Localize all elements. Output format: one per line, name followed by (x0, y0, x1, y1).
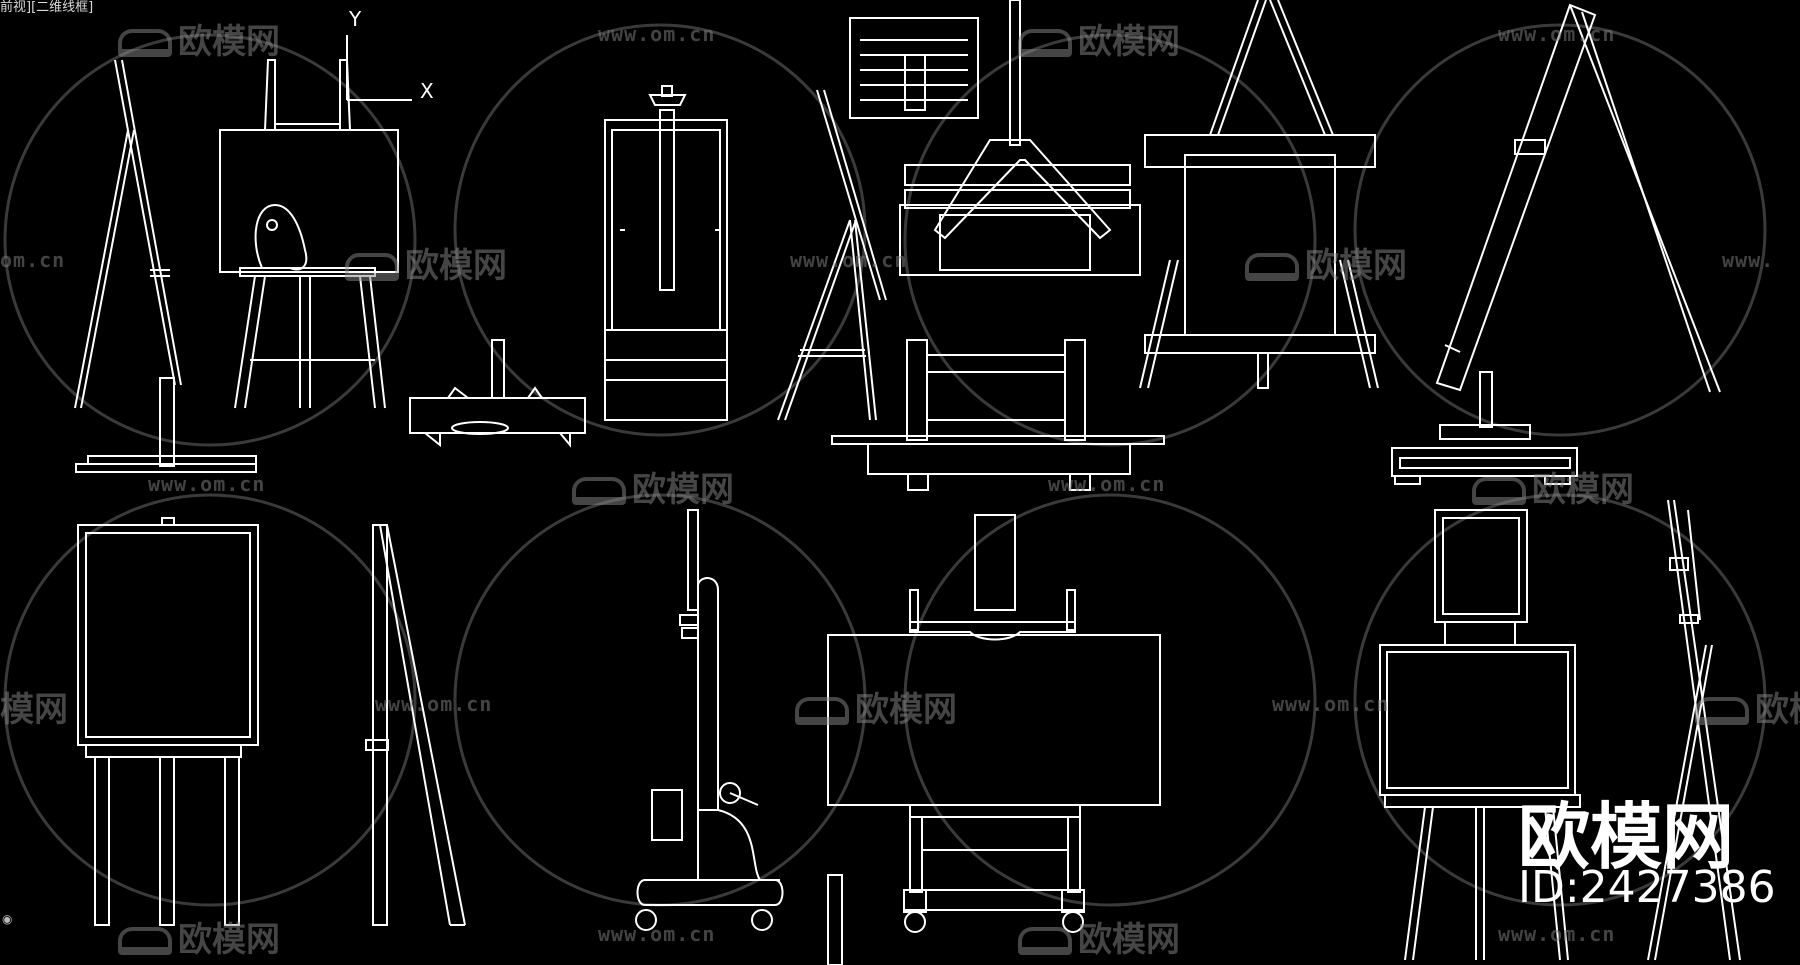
watermark-brand: 欧模网 (1018, 912, 1180, 961)
watermark-brand-text: 欧模网 (1755, 690, 1800, 730)
sofa-logo-icon (1018, 29, 1072, 57)
watermark-brand-text: 欧模网 (1078, 22, 1180, 62)
watermark-brand-text: 欧模网 (405, 246, 507, 286)
watermark-brand: 欧模网 (1018, 14, 1180, 63)
watermark-url: www.om.cn (790, 248, 908, 272)
easel-box-top-view[interactable] (849, 17, 979, 119)
watermark-brand: 欧模网 (118, 912, 280, 961)
sofa-logo-icon (1245, 253, 1299, 281)
watermark-url-fragment: om.cn (0, 248, 66, 272)
watermark-url: www.om.cn (1272, 692, 1390, 716)
ucs-y-label: Y (348, 7, 362, 31)
sofa-logo-icon (118, 927, 172, 955)
easel-h-frame[interactable] (604, 85, 728, 421)
sofa-logo-icon (345, 253, 399, 281)
easel-board-legs[interactable] (77, 517, 259, 926)
sofa-logo-icon (118, 29, 172, 57)
easel-table-box[interactable] (409, 339, 586, 448)
watermark-brand-text: 欧模网 (1078, 920, 1180, 960)
sofa-logo-icon (1018, 927, 1072, 955)
watermark-brand-text: 欧模网 (1532, 470, 1634, 510)
brand-mark-id: ID:2427386 (1518, 862, 1776, 913)
watermark-brand: 欧模网 (1245, 238, 1407, 287)
brand-mark-title: 欧模网 (1518, 795, 1735, 879)
ucs-x-label: X (420, 79, 434, 103)
easel-double-frame[interactable] (1379, 509, 1581, 961)
watermark-circles (3, 23, 1767, 907)
watermark-url: www.om.cn (1498, 22, 1616, 46)
easel-a-frame-canvas[interactable] (1139, 0, 1379, 389)
watermark-url: www.om.cn (1498, 922, 1616, 946)
ucs-axis-icon (346, 35, 412, 101)
watermark-url-fragment: www. (1722, 248, 1775, 272)
viewport-label[interactable]: 前视][二维线框] (0, 0, 94, 15)
easel-mobile-side[interactable] (635, 509, 784, 931)
easel-box-drawer[interactable] (831, 339, 1165, 491)
watermark-brand-text: 欧模网 (178, 920, 280, 960)
easel-tripod-front[interactable] (899, 0, 1141, 276)
watermark-brand-text: 欧模网 (855, 690, 957, 730)
watermark-brand: 欧模网 (1695, 682, 1800, 731)
watermark-brand-text: 欧模网 (178, 22, 280, 62)
watermark-brand: 欧模网 (795, 682, 957, 731)
easel-plank-side[interactable] (365, 524, 466, 926)
easel-mobile-front[interactable] (827, 514, 1161, 965)
easel-front-view-palette[interactable] (219, 59, 399, 409)
watermark-brand-fragment: 模网 (0, 690, 68, 730)
watermark-brand: 欧模网 (345, 238, 507, 287)
watermark-url: www.om.cn (148, 472, 266, 496)
sofa-logo-icon (1472, 477, 1526, 505)
watermark-url: www.om.cn (598, 922, 716, 946)
view-cube-icon[interactable]: ◉ (2, 912, 13, 926)
watermark-brand: 欧模网 (1472, 462, 1634, 511)
watermark-url: www.om.cn (598, 22, 716, 46)
watermark-url: www.om.cn (375, 692, 493, 716)
sofa-logo-icon (795, 697, 849, 725)
watermark-brand: 欧模网 (572, 462, 734, 511)
sofa-logo-icon (572, 477, 626, 505)
easel-a-frame-side[interactable] (777, 89, 887, 421)
watermark-brand: 欧模网 (118, 14, 280, 63)
watermark-brand-text: 欧模网 (632, 470, 734, 510)
easel-side-view-1[interactable] (74, 59, 257, 473)
watermark-url: www.om.cn (1048, 472, 1166, 496)
watermark-brand-text: 欧模网 (1305, 246, 1407, 286)
easel-tall-a-frame[interactable] (1435, 3, 1721, 393)
easel-small-table[interactable] (1391, 371, 1578, 485)
sofa-logo-icon (1695, 697, 1749, 725)
